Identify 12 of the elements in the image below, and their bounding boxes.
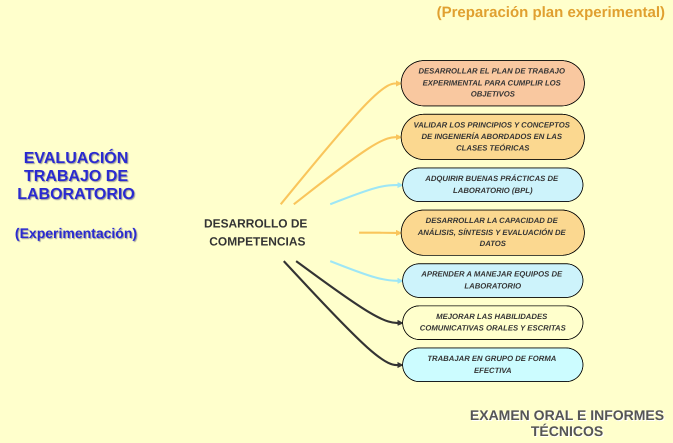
arrow (283, 260, 404, 368)
arrow (296, 260, 404, 326)
note-text: (Preparación plan experimental) (436, 4, 665, 21)
arrow (280, 80, 402, 206)
note-text: (Experimentación) (14, 225, 138, 241)
note-text: EXAMEN ORAL E INFORMES TÉCNICOS (468, 407, 666, 439)
arrow (359, 230, 402, 236)
arrow (330, 260, 404, 284)
arrow (330, 182, 404, 206)
node-text: DESARROLLO DE COMPETENCIAS (204, 217, 308, 249)
note-text: EVALUACIÓN TRABAJO DE LABORATORIO (16, 150, 136, 204)
arrow (293, 134, 402, 206)
